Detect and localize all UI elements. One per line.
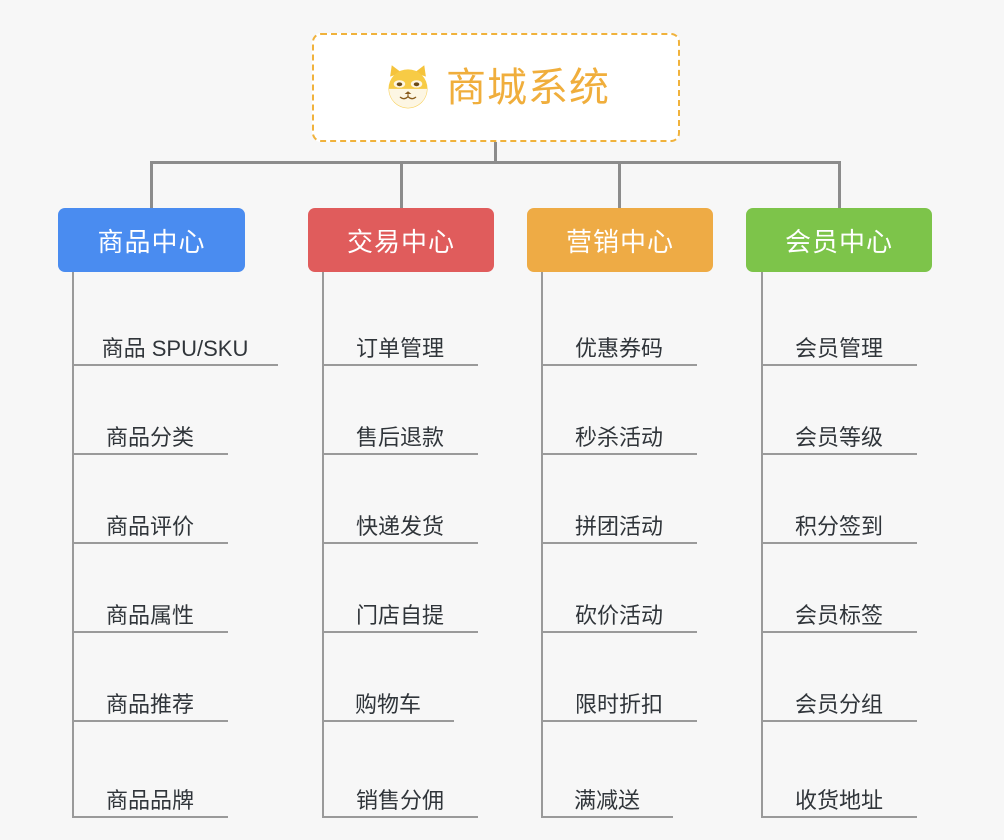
leaf-item[interactable]: 售后退款 [322, 366, 478, 455]
leaf-item[interactable]: 拼团活动 [541, 455, 697, 544]
leaf-label: 会员分组 [794, 691, 883, 717]
leaf-label: 积分签到 [794, 513, 883, 539]
connector-root-stem [494, 142, 497, 164]
root-title: 商城系统 [446, 65, 610, 110]
leaf-label: 满减送 [573, 787, 640, 813]
leaf-label: 限时折扣 [574, 691, 663, 717]
leaf-label: 优惠券码 [574, 335, 663, 361]
leaf-item[interactable]: 砍价活动 [541, 544, 697, 633]
leaf-label: 商品 SPU/SKU [101, 335, 249, 361]
leaf-item[interactable]: 商品品牌 [72, 722, 228, 818]
category-box-3[interactable]: 营销中心 [527, 208, 713, 272]
leaf-spine-2 [322, 272, 324, 818]
leaf-label: 商品评价 [105, 513, 194, 539]
root-node[interactable]: 商城系统 [312, 33, 680, 142]
leaf-label: 商品分类 [105, 424, 194, 450]
leaf-item[interactable]: 商品属性 [72, 544, 228, 633]
leaf-item[interactable]: 快递发货 [322, 455, 478, 544]
category-label-2: 交易中心 [346, 226, 455, 257]
leaf-label: 秒杀活动 [574, 424, 663, 450]
leaf-item[interactable]: 秒杀活动 [541, 366, 697, 455]
leaf-label: 会员等级 [794, 424, 883, 450]
category-box-4[interactable]: 会员中心 [746, 208, 932, 272]
leaf-item[interactable]: 商品分类 [72, 366, 228, 455]
leaf-item[interactable]: 收货地址 [761, 722, 917, 818]
leaf-spine-4 [761, 272, 763, 818]
leaf-item[interactable]: 商品推荐 [72, 633, 228, 722]
category-label-1: 商品中心 [97, 226, 206, 257]
leaf-label: 快递发货 [355, 513, 444, 539]
shiba-dog-icon [388, 64, 428, 108]
leaf-item[interactable]: 会员管理 [761, 288, 917, 366]
category-box-1[interactable]: 商品中心 [58, 208, 245, 272]
leaf-item[interactable]: 积分签到 [761, 455, 917, 544]
connector-bus [150, 161, 841, 164]
category-label-3: 营销中心 [565, 226, 674, 257]
leaf-label: 售后退款 [355, 424, 444, 450]
leaf-label: 拼团活动 [574, 513, 663, 539]
leaf-label: 会员标签 [794, 602, 883, 628]
leaf-label: 销售分佣 [355, 787, 444, 813]
leaf-label: 购物车 [354, 691, 421, 717]
leaf-item[interactable]: 商品 SPU/SKU [72, 288, 278, 366]
leaf-spine-3 [541, 272, 543, 818]
connector-drop-4 [838, 161, 841, 209]
leaf-label: 收货地址 [794, 787, 883, 813]
leaf-label: 会员管理 [794, 335, 883, 361]
leaf-spine-1 [72, 272, 74, 818]
connector-drop-1 [150, 161, 153, 209]
leaf-item[interactable]: 订单管理 [322, 288, 478, 366]
leaf-item[interactable]: 会员标签 [761, 544, 917, 633]
leaf-label: 商品属性 [105, 602, 194, 628]
category-label-4: 会员中心 [784, 226, 893, 257]
leaf-label: 订单管理 [355, 335, 444, 361]
leaf-item[interactable]: 满减送 [541, 722, 673, 818]
leaf-item[interactable]: 限时折扣 [541, 633, 697, 722]
category-box-2[interactable]: 交易中心 [308, 208, 494, 272]
leaf-label: 砍价活动 [574, 602, 663, 628]
leaf-label: 商品品牌 [105, 787, 194, 813]
connector-drop-3 [618, 161, 621, 209]
leaf-item[interactable]: 销售分佣 [322, 722, 478, 818]
connector-drop-2 [400, 161, 403, 209]
leaf-label: 门店自提 [355, 602, 444, 628]
leaf-item[interactable]: 商品评价 [72, 455, 228, 544]
leaf-item[interactable]: 会员分组 [761, 633, 917, 722]
leaf-item[interactable]: 门店自提 [322, 544, 478, 633]
leaf-label: 商品推荐 [105, 691, 194, 717]
leaf-item[interactable]: 购物车 [322, 633, 454, 722]
leaf-item[interactable]: 会员等级 [761, 366, 917, 455]
leaf-item[interactable]: 优惠券码 [541, 288, 697, 366]
